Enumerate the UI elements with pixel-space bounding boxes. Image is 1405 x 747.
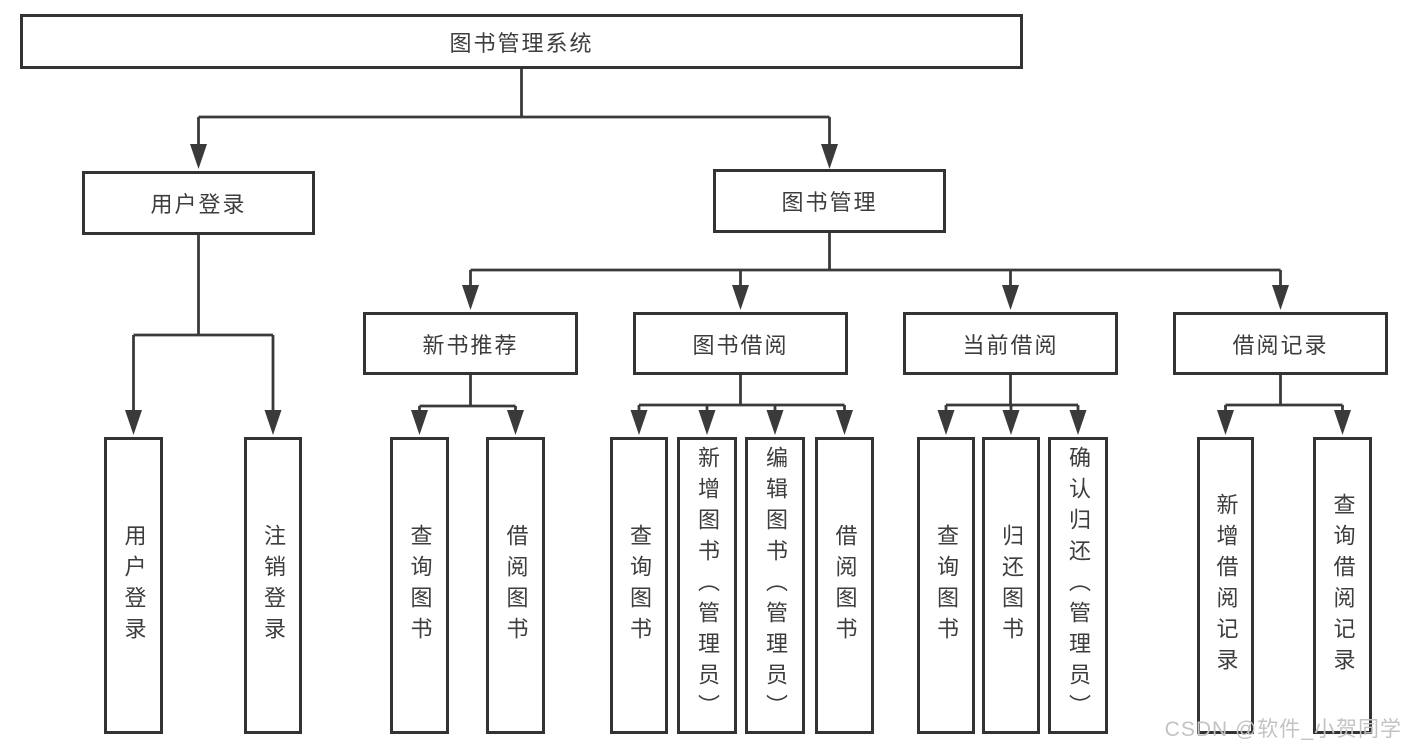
leaf-label: 用户登录 <box>121 523 147 648</box>
node-user-login: 用户登录 <box>82 171 315 235</box>
node-label: 借阅记录 <box>1232 332 1329 358</box>
node-label: 图书管理 <box>781 190 878 215</box>
leaf-add-book-admin: 新增图书（管理员） <box>677 437 737 734</box>
leaf-label: 注销登录 <box>261 523 286 648</box>
leaf-query-book-2: 查询图书 <box>610 437 668 734</box>
leaf-query-book-3: 查询图书 <box>917 437 975 734</box>
leaf-label: 查询借阅记录 <box>1330 492 1356 679</box>
leaf-confirm-return-admin: 确认归还（管理员） <box>1048 437 1108 734</box>
node-book-management: 图书管理 <box>713 169 946 233</box>
leaf-borrow-book-1: 借阅图书 <box>486 437 545 734</box>
leaf-label: 归还图书 <box>999 523 1024 648</box>
leaf-edit-book-admin: 编辑图书（管理员） <box>745 437 805 734</box>
leaf-label: 借阅图书 <box>503 523 529 648</box>
leaf-user-login: 用户登录 <box>104 437 163 734</box>
leaf-label: 查询图书 <box>407 523 433 648</box>
node-current-borrow: 当前借阅 <box>903 312 1118 375</box>
node-library-system: 图书管理系统 <box>20 14 1023 69</box>
leaf-label: 查询图书 <box>627 523 652 648</box>
node-label: 图书借阅 <box>692 332 789 358</box>
leaf-label: 查询图书 <box>934 523 959 648</box>
leaf-return-book: 归还图书 <box>982 437 1040 734</box>
leaf-logout: 注销登录 <box>244 437 302 734</box>
leaf-label: 借阅图书 <box>832 523 858 648</box>
node-book-borrow: 图书借阅 <box>633 312 848 375</box>
node-label: 用户登录 <box>150 192 247 217</box>
arrowheads <box>125 144 1351 435</box>
leaf-query-book-1: 查询图书 <box>390 437 449 734</box>
leaf-label: 新增借阅记录 <box>1213 492 1239 679</box>
leaf-add-borrow-record: 新增借阅记录 <box>1197 437 1254 734</box>
leaf-label: 新增图书（管理员） <box>695 446 720 725</box>
node-borrow-records: 借阅记录 <box>1173 312 1388 375</box>
node-new-book-recommend: 新书推荐 <box>363 312 578 375</box>
node-label: 当前借阅 <box>962 332 1059 358</box>
leaf-label: 编辑图书（管理员） <box>763 446 788 725</box>
leaf-borrow-book-2: 借阅图书 <box>815 437 874 734</box>
leaf-query-borrow-record: 查询借阅记录 <box>1313 437 1372 734</box>
node-label: 图书管理系统 <box>449 30 594 56</box>
node-label: 新书推荐 <box>422 332 519 358</box>
leaf-label: 确认归还（管理员） <box>1066 446 1091 725</box>
csdn-watermark: CSDN @软件_小贺同学 <box>1164 718 1402 741</box>
